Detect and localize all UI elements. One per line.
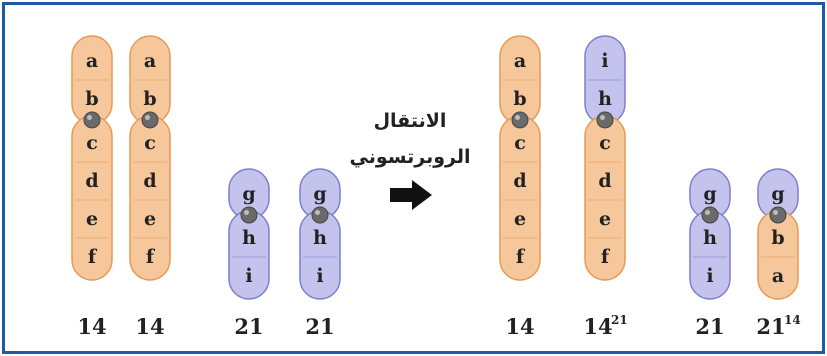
band-label-e: e <box>144 208 156 230</box>
band-label-c: c <box>514 132 526 154</box>
band-label-a: a <box>144 50 156 72</box>
chromosome-number: 14 <box>77 314 106 339</box>
centromere <box>511 111 529 129</box>
centromere <box>141 111 159 129</box>
band-label-a: a <box>514 50 526 72</box>
chromosome-superscript: 21 <box>611 313 628 327</box>
centromere-highlight <box>315 210 320 215</box>
centromere <box>83 111 101 129</box>
band-label-e: e <box>514 208 526 230</box>
chromosome-number: 21 <box>305 314 334 339</box>
band-label-i: i <box>706 265 713 287</box>
band-label-b: b <box>85 88 98 110</box>
band-label-e: e <box>599 208 611 230</box>
annotation-line2: الروبرتسوني <box>350 146 471 168</box>
band-label-a: a <box>772 265 784 287</box>
band-label-g: g <box>703 183 716 205</box>
band-label-c: c <box>86 132 98 154</box>
centromere <box>240 206 258 224</box>
chromosome-number: 14 <box>505 314 534 339</box>
annotation-line1: الانتقال <box>374 110 447 132</box>
band-label-g: g <box>242 183 255 205</box>
band-label-d: d <box>85 170 98 192</box>
chromosome-number: 21 <box>695 314 724 339</box>
band-label-h: h <box>703 227 717 249</box>
band-label-f: f <box>146 246 156 268</box>
band-label-g: g <box>771 183 784 205</box>
band-label-b: b <box>771 227 784 249</box>
centromere <box>769 206 787 224</box>
centromere-highlight <box>145 115 150 120</box>
band-label-b: b <box>513 88 526 110</box>
chromosome-number: 14 <box>583 314 612 339</box>
band-label-a: a <box>86 50 98 72</box>
centromere <box>596 111 614 129</box>
centromere-highlight <box>773 210 778 215</box>
band-label-i: i <box>316 265 323 287</box>
band-label-f: f <box>601 246 611 268</box>
band-label-g: g <box>313 183 326 205</box>
chromosome-4: ghi 21 <box>299 168 341 339</box>
chromosome-superscript: 14 <box>784 313 801 327</box>
band-label-h: h <box>598 88 612 110</box>
band-label-i: i <box>245 265 252 287</box>
centromere <box>701 206 719 224</box>
chromosome-number: 21 <box>756 314 785 339</box>
band-label-d: d <box>598 170 611 192</box>
centromere-highlight <box>600 115 605 120</box>
centromere-highlight <box>87 115 92 120</box>
centromere-highlight <box>705 210 710 215</box>
centromere <box>311 206 329 224</box>
chromosome-number: 14 <box>135 314 164 339</box>
chromosome-number: 21 <box>234 314 263 339</box>
band-label-b: b <box>143 88 156 110</box>
band-label-f: f <box>516 246 526 268</box>
band-label-h: h <box>242 227 256 249</box>
chromosome-3: ghi 21 <box>228 168 270 339</box>
band-label-f: f <box>88 246 98 268</box>
band-label-c: c <box>599 132 611 154</box>
centromere-highlight <box>515 115 520 120</box>
chromosome-layer: abcdef14abcdef14ghi21ghi21abcdef14ihcdef… <box>71 35 801 339</box>
band-label-d: d <box>143 170 156 192</box>
band-label-i: i <box>601 50 608 72</box>
band-label-e: e <box>86 208 98 230</box>
band-label-c: c <box>144 132 156 154</box>
chromosome-7: ghi 21 <box>689 168 731 339</box>
centromere-highlight <box>244 210 249 215</box>
band-label-d: d <box>513 170 526 192</box>
band-label-h: h <box>313 227 327 249</box>
right-arrow-icon <box>390 180 432 210</box>
